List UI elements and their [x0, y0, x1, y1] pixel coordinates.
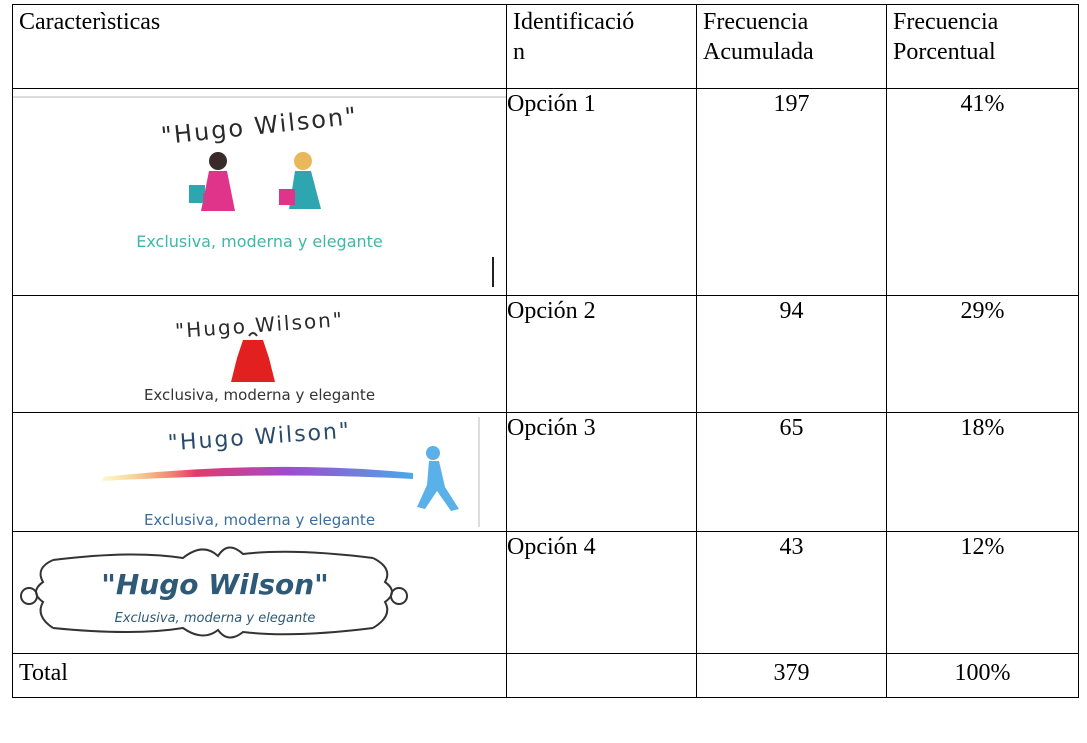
header-identificacion: Identificació n — [506, 4, 697, 89]
logo-tagline-3: Exclusiva, moderna y elegante — [143, 511, 376, 529]
total-identificacion-cell — [506, 653, 697, 698]
frecuencia-porcentual-cell: 41% — [886, 88, 1079, 296]
identificacion-cell: Opción 2 — [506, 295, 697, 413]
frecuencia-acumulada-cell: 94 — [696, 295, 887, 413]
header-frecuencia-acumulada: Frecuencia Acumulada — [696, 4, 887, 89]
frecuencia-acumulada-cell: 43 — [696, 531, 887, 654]
logo-tagline-1: Exclusiva, moderna y elegante — [136, 232, 383, 251]
total-frecuencia-porcentual: 100% — [886, 653, 1079, 698]
shopping-women-icon — [13, 96, 506, 287]
total-frecuencia-acumulada: 379 — [696, 653, 887, 698]
table-row: "Hugo Wilson" Exclusiva, moderna y elega… — [12, 88, 1079, 296]
header-identificacion-text: Identificació n — [513, 9, 635, 65]
ornamental-frame-icon — [20, 546, 408, 639]
frecuencia-acumulada-cell: 65 — [696, 412, 887, 532]
table-row: "Hugo Wilson" Exclusiva, moderna y elega… — [12, 295, 1079, 413]
logo-option-3: "Hugo Wilson" Exclusiva, moderna y elega… — [13, 413, 506, 531]
frecuencia-acumulada-cell: 197 — [696, 88, 887, 296]
logo-option-4: "Hugo Wilson" Exclusiva, moderna y elega… — [13, 532, 506, 653]
table-row: "Hugo Wilson" Exclusiva, moderna y elega… — [12, 531, 1079, 654]
identificacion-cell: Opción 1 — [506, 88, 697, 296]
identificacion-cell: Opción 4 — [506, 531, 697, 654]
logo-cell: "Hugo Wilson" Exclusiva, moderna y elega… — [12, 88, 507, 296]
dancer-icon — [103, 417, 480, 527]
header-caracteristicas: Caracterìsticas — [12, 4, 507, 89]
frecuencia-porcentual-cell: 29% — [886, 295, 1079, 413]
frecuencia-porcentual-cell: 18% — [886, 412, 1079, 532]
identificacion-cell: Opción 3 — [506, 412, 697, 532]
frequency-table: Caracterìsticas Identificació n Frecuenc… — [12, 4, 1079, 698]
total-row: Total 379 100% — [12, 653, 1079, 698]
red-dress-icon — [231, 332, 275, 382]
logo-cell: "Hugo Wilson" Exclusiva, moderna y elega… — [12, 412, 507, 532]
logo-cell: "Hugo Wilson" Exclusiva, moderna y elega… — [12, 531, 507, 654]
frecuencia-porcentual-cell: 12% — [886, 531, 1079, 654]
header-row: Caracterìsticas Identificació n Frecuenc… — [12, 4, 1079, 89]
logo-tagline-4: Exclusiva, moderna y elegante — [114, 611, 316, 626]
header-frecuencia-porcentual: Frecuencia Porcentual — [886, 4, 1079, 89]
logo-brand-4: "Hugo Wilson" — [101, 568, 329, 601]
total-label: Total — [12, 653, 507, 698]
logo-option-2: "Hugo Wilson" Exclusiva, moderna y elega… — [13, 296, 506, 412]
logo-option-1: "Hugo Wilson" Exclusiva, moderna y elega… — [13, 89, 506, 295]
table-row: "Hugo Wilson" Exclusiva, moderna y elega… — [12, 412, 1079, 532]
logo-cell: "Hugo Wilson" Exclusiva, moderna y elega… — [12, 295, 507, 413]
logo-tagline-2: Exclusiva, moderna y elegante — [143, 386, 376, 404]
